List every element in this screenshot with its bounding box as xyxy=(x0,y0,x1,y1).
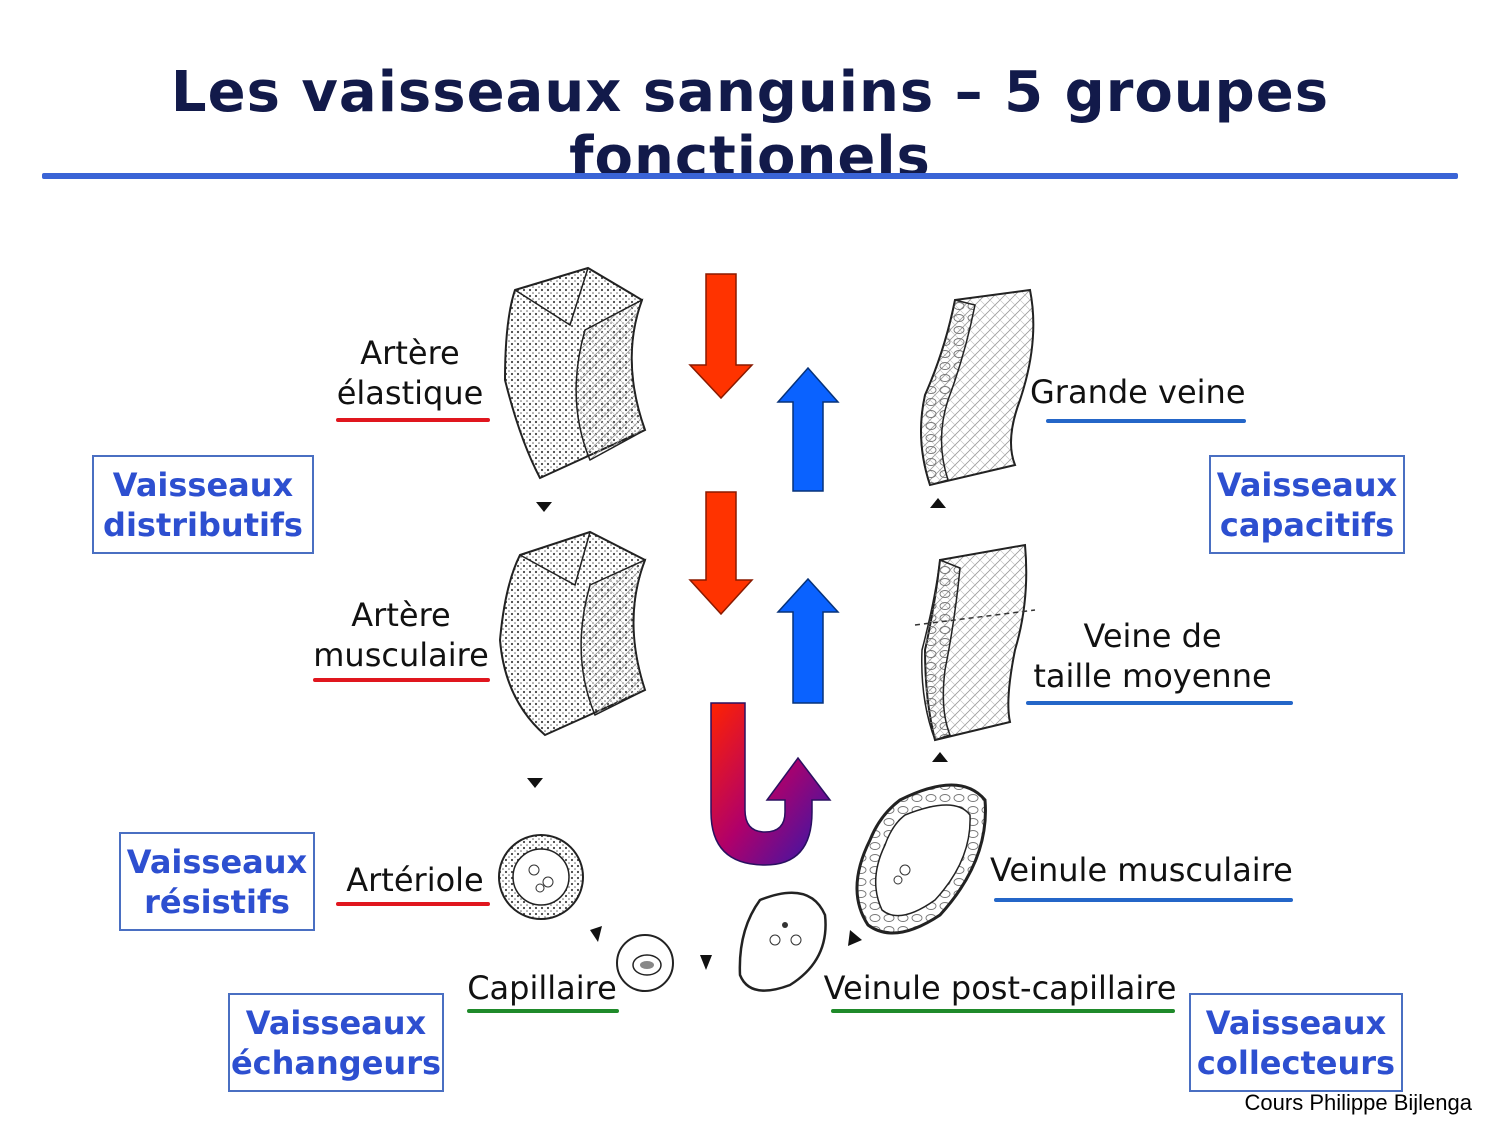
label-artere-elastique: Artère élastique xyxy=(330,333,490,413)
page-title: Les vaisseaux sanguins – 5 groupes fonct… xyxy=(170,60,1330,190)
group-echangeurs: Vaisseaux échangeurs xyxy=(228,993,444,1092)
veinule-musculaire-drawing xyxy=(855,783,987,935)
label-capillaire: Capillaire xyxy=(467,969,617,1007)
label-veine-moyenne: Veine de taille moyenne xyxy=(1030,616,1275,696)
group-distributifs: Vaisseaux distributifs xyxy=(92,455,314,554)
veinule-post-capillaire-drawing xyxy=(738,891,827,992)
capillary-u-turn-arrow xyxy=(710,702,832,866)
group-echangeurs-line1: Vaisseaux xyxy=(245,1003,427,1042)
artere-musculaire-drawing xyxy=(498,530,647,737)
underline-veinule-post-capillaire xyxy=(831,1009,1175,1013)
label-veinule-post-capillaire: Veinule post-capillaire xyxy=(823,969,1177,1007)
label-artere-elastique-line1: Artère xyxy=(360,334,460,372)
label-veinule-musculaire: Veinule musculaire xyxy=(990,851,1293,889)
group-collecteurs-line2: collecteurs xyxy=(1196,1043,1396,1082)
course-credit: Cours Philippe Bijlenga xyxy=(1244,1090,1472,1115)
underline-veine-moyenne xyxy=(1026,701,1293,705)
title-underline xyxy=(42,173,1458,179)
label-artere-musculaire: Artère musculaire xyxy=(310,595,492,675)
capillaire-drawing xyxy=(616,934,674,992)
group-resistifs-line1: Vaisseaux xyxy=(126,842,308,881)
group-collecteurs: Vaisseaux collecteurs xyxy=(1189,993,1403,1092)
group-capacitifs: Vaisseaux capacitifs xyxy=(1209,455,1405,554)
label-veine-moyenne-line1: Veine de xyxy=(1083,617,1222,655)
group-distributifs-line2: distributifs xyxy=(103,505,303,544)
group-resistifs-line2: résistifs xyxy=(144,882,290,921)
underline-artere-elastique xyxy=(336,418,490,422)
label-veine-moyenne-line2: taille moyenne xyxy=(1033,657,1272,695)
veine-moyenne-drawing xyxy=(914,543,1036,742)
group-capacitifs-line1: Vaisseaux xyxy=(1216,465,1398,504)
underline-veinule-musculaire xyxy=(994,898,1293,902)
arterial-flow-arrow-1 xyxy=(688,273,754,400)
underline-capillaire xyxy=(467,1009,619,1013)
artere-elastique-drawing xyxy=(503,266,647,480)
group-resistifs: Vaisseaux résistifs xyxy=(119,832,315,931)
connector-arrows xyxy=(527,498,948,970)
label-artere-musculaire-line2: musculaire xyxy=(313,636,489,674)
group-collecteurs-line1: Vaisseaux xyxy=(1205,1003,1387,1042)
group-capacitifs-line2: capacitifs xyxy=(1219,505,1395,544)
label-artere-musculaire-line1: Artère xyxy=(351,596,451,634)
underline-artere-musculaire xyxy=(313,678,490,682)
underline-arteriole xyxy=(336,902,490,906)
venous-flow-arrow-2 xyxy=(776,577,840,704)
group-distributifs-line1: Vaisseaux xyxy=(112,465,294,504)
label-arteriole: Artériole xyxy=(346,861,484,899)
arterial-flow-arrow-2 xyxy=(688,491,754,616)
label-grande-veine: Grande veine xyxy=(1030,373,1246,411)
grande-veine-drawing xyxy=(920,288,1035,487)
venous-flow-arrow-1 xyxy=(776,366,840,492)
underline-grande-veine xyxy=(1046,419,1246,423)
group-echangeurs-line2: échangeurs xyxy=(230,1043,442,1082)
arteriole-drawing xyxy=(498,834,584,920)
label-artere-elastique-line2: élastique xyxy=(336,374,484,412)
